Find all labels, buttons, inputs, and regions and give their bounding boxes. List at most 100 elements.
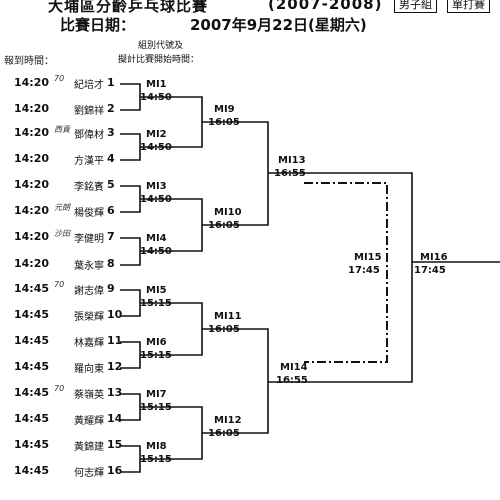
player-seed-number: 1 — [107, 76, 115, 89]
match-time: 16:55 — [274, 168, 306, 179]
player-reg-time: 14:20 — [14, 257, 50, 270]
player-name: 紀培才 — [74, 80, 104, 91]
category-tab-2: 單打賽 — [447, 0, 490, 13]
match-time: 16:05 — [208, 220, 240, 231]
player-seed-number: 2 — [107, 102, 115, 115]
player-seed-number: 11 — [107, 334, 123, 347]
player-name: 何志輝 — [74, 468, 104, 479]
match-code: MI7 — [146, 389, 167, 400]
player-reg-time: 14:45 — [14, 438, 50, 451]
bracket-r1-line — [120, 445, 141, 473]
player-reg-time: 14:20 — [14, 230, 50, 243]
player-reg-time: 14:45 — [14, 334, 50, 347]
player-seed-number: 10 — [107, 308, 123, 321]
bracket-r1-line — [120, 341, 141, 369]
player-name: 葉永寧 — [74, 261, 104, 272]
player-seed-number: 6 — [107, 204, 115, 217]
player-note: 70 — [54, 74, 65, 83]
bracket-r1-line — [120, 289, 141, 317]
player-name: 林嘉輝 — [74, 338, 104, 349]
player-seed-number: 14 — [107, 412, 123, 425]
bracket-r1-line — [120, 83, 141, 111]
match-code: MI2 — [146, 129, 167, 140]
player-seed-number: 13 — [107, 386, 123, 399]
match-date-label: 比賽日期： — [60, 16, 136, 34]
match-code: MI15 — [354, 252, 382, 263]
tournament-year-range: (2007-2008) — [268, 0, 383, 13]
player-seed-number: 12 — [107, 360, 123, 373]
player-name: 李銘賓 — [74, 182, 104, 193]
player-reg-time: 14:45 — [14, 360, 50, 373]
player-reg-time: 14:20 — [14, 126, 50, 139]
match-code: MI10 — [214, 207, 242, 218]
match-code: MI8 — [146, 441, 167, 452]
player-reg-time: 14:20 — [14, 204, 50, 217]
player-note: 70 — [54, 280, 65, 289]
match-code: MI16 — [420, 252, 448, 263]
player-name: 李健明 — [74, 234, 104, 245]
match-time: 14:50 — [140, 194, 172, 205]
player-name: 鄧偉材 — [74, 130, 104, 141]
match-code: MI11 — [214, 311, 242, 322]
match-date-value: 2007年9月22日(星期六) — [190, 16, 367, 34]
player-name: 謝志偉 — [74, 286, 104, 297]
match-time: 17:45 — [348, 265, 380, 276]
bracket-r1-line — [120, 133, 141, 161]
player-seed-number: 4 — [107, 152, 115, 165]
player-note: 元朗 — [54, 203, 70, 212]
player-name: 方漢平 — [74, 156, 104, 167]
category-tab-1: 男子組 — [394, 0, 437, 13]
player-seed-number: 9 — [107, 282, 115, 295]
start-time-label: 擬計比賽開始時間： — [118, 55, 200, 65]
player-note: 沙田 — [54, 229, 70, 238]
match-time: 15:15 — [140, 298, 172, 309]
player-reg-time: 14:20 — [14, 102, 50, 115]
player-reg-time: 14:20 — [14, 178, 50, 191]
player-reg-time: 14:20 — [14, 76, 50, 89]
player-seed-number: 8 — [107, 257, 115, 270]
match-time: 16:05 — [208, 324, 240, 335]
player-seed-number: 5 — [107, 178, 115, 191]
player-name: 蔡嶺英 — [74, 390, 104, 401]
bracket-r1-line — [120, 393, 141, 421]
player-name: 張榮輝 — [74, 312, 104, 323]
player-seed-number: 3 — [107, 126, 115, 139]
match-time: 16:55 — [276, 375, 308, 386]
match-time: 16:05 — [208, 117, 240, 128]
player-seed-number: 16 — [107, 464, 123, 477]
player-name: 楊俊輝 — [74, 208, 104, 219]
bracket-r3-line — [202, 328, 269, 434]
player-reg-time: 14:45 — [14, 386, 50, 399]
player-reg-time: 14:45 — [14, 464, 50, 477]
match-time: 15:15 — [140, 454, 172, 465]
player-reg-time: 14:20 — [14, 152, 50, 165]
player-reg-time: 14:45 — [14, 282, 50, 295]
bracket-r1-line — [120, 185, 141, 213]
player-reg-time: 14:45 — [14, 308, 50, 321]
match-time: 16:05 — [208, 428, 240, 439]
reg-time-label: 報到時間： — [4, 56, 54, 67]
match-code: MI14 — [280, 362, 308, 373]
match-time: 14:50 — [140, 142, 172, 153]
bracket-final-line — [268, 172, 413, 383]
bracket-r1-line — [120, 237, 141, 266]
player-name: 劉錦祥 — [74, 106, 104, 117]
match-time: 17:45 — [414, 265, 446, 276]
player-note: 西貢 — [54, 125, 70, 134]
player-seed-number: 15 — [107, 438, 123, 451]
group-code-label: 組別代號及 — [138, 41, 184, 51]
match-code: MI9 — [214, 104, 235, 115]
match-code: MI5 — [146, 285, 167, 296]
match-time: 14:50 — [140, 92, 172, 103]
tournament-title: 大埔區分齡乒乓球比賽 — [48, 0, 209, 15]
match-code: MI12 — [214, 415, 242, 426]
player-seed-number: 7 — [107, 230, 115, 243]
player-name: 黃錦建 — [74, 442, 104, 453]
match-code: MI4 — [146, 233, 167, 244]
player-note: 70 — [54, 384, 65, 393]
player-name: 羅向東 — [74, 364, 104, 375]
player-reg-time: 14:45 — [14, 412, 50, 425]
bracket-mi15-dashdot — [304, 182, 388, 363]
match-code: MI1 — [146, 79, 167, 90]
